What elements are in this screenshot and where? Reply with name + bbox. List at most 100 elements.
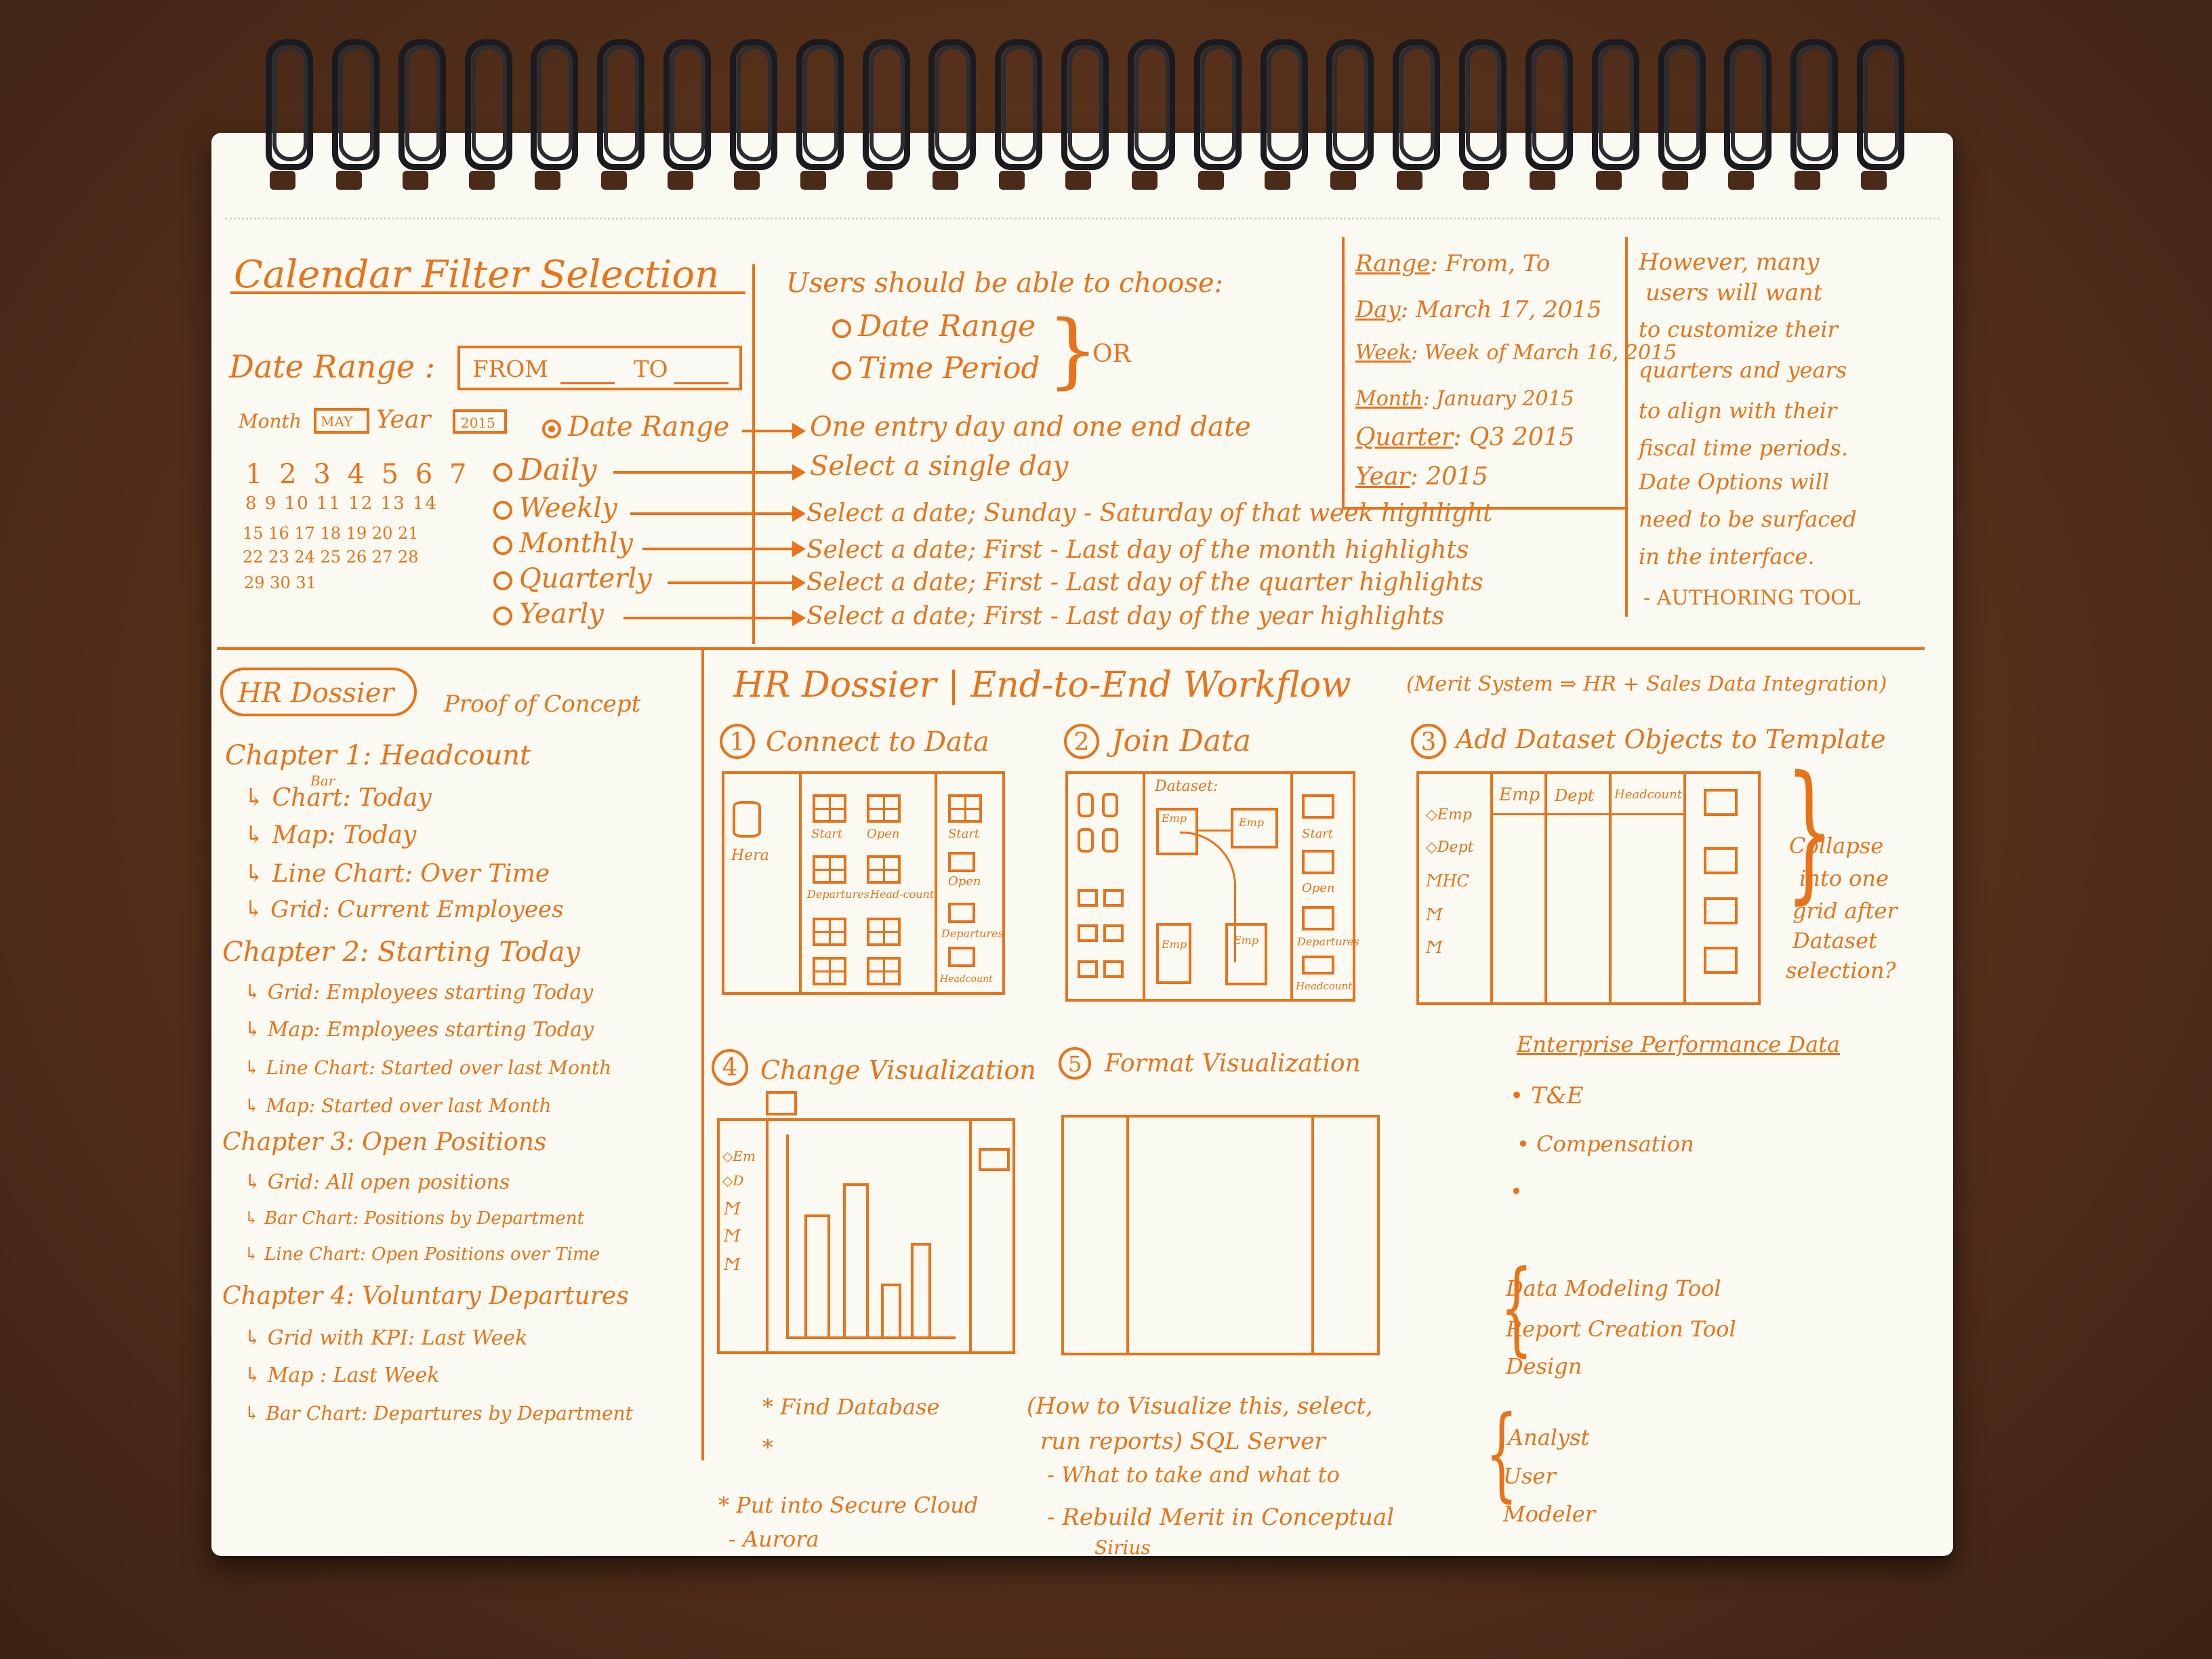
spiral-ring xyxy=(928,39,976,195)
field-hc[interactable]: ϺHC xyxy=(1426,872,1469,890)
spiral-ring xyxy=(332,39,380,195)
radio-icon[interactable] xyxy=(493,462,512,482)
calendar-week-1[interactable]: 1 2 3 4 5 6 7 xyxy=(245,459,471,490)
table-icon xyxy=(1103,960,1124,978)
ring-coil-inner xyxy=(1134,45,1170,161)
step-number: 2 xyxy=(1073,729,1090,756)
radio-icon[interactable] xyxy=(493,501,512,520)
binding-hole xyxy=(601,171,627,190)
radio-icon[interactable] xyxy=(832,361,851,380)
viz-picker-button[interactable] xyxy=(766,1091,797,1115)
spiral-ring xyxy=(531,39,578,195)
radio-icon[interactable] xyxy=(493,607,512,626)
notebook-page xyxy=(211,133,1953,1556)
wire-divider xyxy=(1609,774,1612,1002)
ring-coil-inner xyxy=(1731,45,1766,161)
spiral-ring xyxy=(1857,39,1904,195)
calendar-week-3[interactable]: 15 16 17 18 19 20 21 xyxy=(243,524,419,543)
note-what-to-take: - What to take and what to xyxy=(1047,1462,1340,1488)
year-select[interactable]: 2015 xyxy=(453,409,507,434)
ring-coil-inner xyxy=(1599,45,1634,161)
example-key: Day xyxy=(1355,296,1401,323)
spiral-ring xyxy=(1459,39,1507,195)
option-date-range[interactable]: Date Range xyxy=(542,413,729,441)
table-icon xyxy=(1078,889,1098,907)
chapter-item: ↳ Map : Last Week xyxy=(244,1364,440,1387)
ring-coil-inner xyxy=(1797,45,1832,161)
calendar-week-2[interactable]: 8 9 10 11 12 13 14 xyxy=(245,493,438,514)
metric-icon[interactable]: Ϻ xyxy=(724,1255,741,1274)
example-month: Month: January 2015 xyxy=(1355,389,1574,409)
side-label: Open xyxy=(948,874,981,888)
emp-box: Emp xyxy=(1156,808,1198,855)
field-em[interactable]: ◇Em xyxy=(722,1148,756,1164)
choose-option-label: Time Period xyxy=(858,351,1040,386)
ring-coil-inner xyxy=(935,45,970,161)
ring-coil xyxy=(398,39,446,170)
chapter-item-label: Map: Started over last Month xyxy=(266,1094,552,1117)
wire-divider xyxy=(1311,1118,1314,1353)
side-box xyxy=(1302,850,1334,874)
table-grid-icon xyxy=(867,855,901,884)
side-box xyxy=(948,947,975,967)
however-line: to customize their xyxy=(1639,316,1838,342)
option-monthly[interactable]: Monthly xyxy=(493,530,633,557)
chart-x-axis xyxy=(786,1336,956,1339)
grid-label: Head-count xyxy=(870,888,935,901)
ring-coil-inner xyxy=(1201,45,1236,161)
choose-time-period[interactable]: Time Period xyxy=(832,354,1040,384)
chapter-item: ↳ Grid with KPI: Last Week xyxy=(244,1326,528,1350)
date-range-input[interactable]: FROM TO xyxy=(457,346,742,390)
chapter-4-title: Chapter 4: Voluntary Departures xyxy=(222,1282,629,1310)
ring-coil xyxy=(1194,39,1242,170)
metric-icon[interactable]: Ϻ xyxy=(1426,938,1443,957)
ring-coil-inner xyxy=(1532,45,1568,161)
option-quarterly[interactable]: Quarterly xyxy=(493,565,652,592)
metric-icon[interactable]: Ϻ xyxy=(724,1227,741,1246)
ring-coil-inner xyxy=(1267,45,1303,161)
option-date-range-desc: One entry day and one end date xyxy=(810,411,1251,443)
side-box xyxy=(1302,794,1334,819)
radio-icon[interactable] xyxy=(493,571,512,590)
brace-icon: { xyxy=(1485,1395,1518,1513)
radio-icon[interactable] xyxy=(832,319,851,338)
ring-coil xyxy=(1592,39,1639,170)
field-label: Dept xyxy=(1437,839,1474,856)
example-value: : From, To xyxy=(1430,250,1551,277)
option-daily-desc: Select a single day xyxy=(810,451,1069,482)
choose-date-range[interactable]: Date Range xyxy=(832,312,1036,342)
option-weekly[interactable]: Weekly xyxy=(493,495,617,522)
role-item: User xyxy=(1503,1463,1556,1489)
example-day: Day: March 17, 2015 xyxy=(1355,298,1602,321)
ring-coil xyxy=(1261,39,1308,170)
metric-icon[interactable]: Ϻ xyxy=(1426,905,1443,924)
chapter-item: ↳ Grid: All open positions xyxy=(244,1170,510,1194)
database-icon xyxy=(1078,793,1094,817)
database-icon xyxy=(1102,828,1118,853)
metric-icon[interactable]: Ϻ xyxy=(724,1200,741,1218)
field-dept[interactable]: ◇Dept xyxy=(1426,839,1474,856)
emp-label: Emp xyxy=(1239,816,1265,829)
option-daily[interactable]: Daily xyxy=(493,455,597,485)
step-5-badge: 5 xyxy=(1059,1047,1091,1080)
field-d[interactable]: ◇D xyxy=(722,1172,744,1189)
calendar-week-4[interactable]: 22 23 24 25 26 27 28 xyxy=(243,548,419,567)
calendar-week-5[interactable]: 29 30 31 xyxy=(244,573,316,592)
chart-bar xyxy=(843,1183,869,1336)
viz-type-icon[interactable] xyxy=(979,1148,1010,1171)
example-key: Quarter xyxy=(1355,424,1454,451)
chapter-item-label: Grid: Current Employees xyxy=(270,896,564,923)
month-select[interactable]: MAY xyxy=(314,408,369,434)
radio-selected-icon[interactable] xyxy=(542,419,561,438)
to-label: TO xyxy=(634,356,668,383)
arrow-icon xyxy=(742,423,806,439)
radio-icon[interactable] xyxy=(493,536,512,555)
calendar-title: Calendar Filter Selection xyxy=(234,253,720,297)
example-value: : January 2015 xyxy=(1422,387,1574,411)
field-emp[interactable]: ◇Emp xyxy=(1426,806,1472,823)
note-run-reports: run reports) SQL Server xyxy=(1040,1428,1326,1455)
ring-coil xyxy=(1393,39,1440,170)
option-yearly[interactable]: Yearly xyxy=(493,600,604,628)
year-value: 2015 xyxy=(461,415,495,431)
dossier-title-badge: HR Dossier xyxy=(220,668,417,716)
